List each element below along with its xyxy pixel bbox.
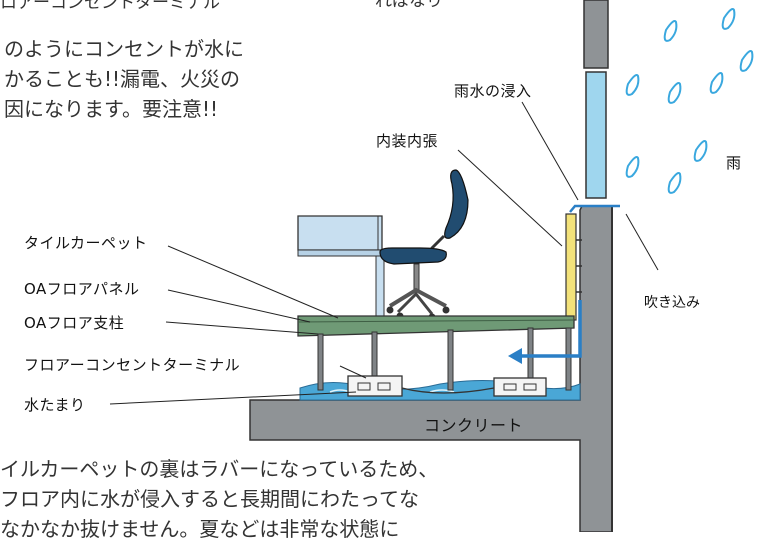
floor-terminal-right — [493, 377, 547, 397]
label-concrete: コンクリート — [424, 416, 524, 435]
upper-wall — [583, 0, 609, 69]
label-floor-terminal: フロアーコンセントターミナル — [24, 356, 241, 374]
desk — [297, 215, 383, 251]
cross-section-diagram — [109, 0, 754, 532]
interior-lining — [565, 213, 577, 321]
floor-terminal-left — [347, 375, 403, 397]
label-blow-in: 吹き込み — [644, 295, 700, 311]
label-rain: 雨 — [726, 154, 742, 172]
header-partial-top-right: ればなり — [375, 0, 443, 11]
window-glass — [585, 71, 607, 199]
intro-line-3: 因になります。要注意!! — [4, 97, 219, 121]
blow-in-path — [569, 204, 620, 213]
bottom-line-3: なかなか抜けません。夏などは非常な状態に — [0, 517, 400, 541]
label-oa-panel: OAフロアパネル — [24, 280, 140, 298]
label-rain-entry: 雨水の浸入 — [454, 82, 532, 100]
leader-lines — [109, 101, 659, 405]
label-tile-carpet: タイルカーペット — [24, 234, 148, 252]
office-chair — [379, 169, 469, 321]
label-puddle: 水たまり — [24, 396, 86, 414]
water-flow-arrow — [508, 300, 582, 364]
intro-line-2: かることも!!漏電、火災の — [4, 67, 241, 91]
header-partial-title: ロアーコンセントターミナル — [0, 0, 220, 13]
intro-line-1: のようにコンセントが水に — [4, 37, 244, 61]
label-oa-post: OAフロア支柱 — [24, 314, 125, 332]
raindrops — [625, 8, 754, 194]
bottom-line-2: フロア内に水が侵入すると長期間にわたってな — [0, 487, 419, 511]
label-interior-wall: 内装内張 — [376, 132, 439, 150]
bottom-line-1: イルカーペットの裏はラバーになっているため、 — [0, 457, 439, 481]
